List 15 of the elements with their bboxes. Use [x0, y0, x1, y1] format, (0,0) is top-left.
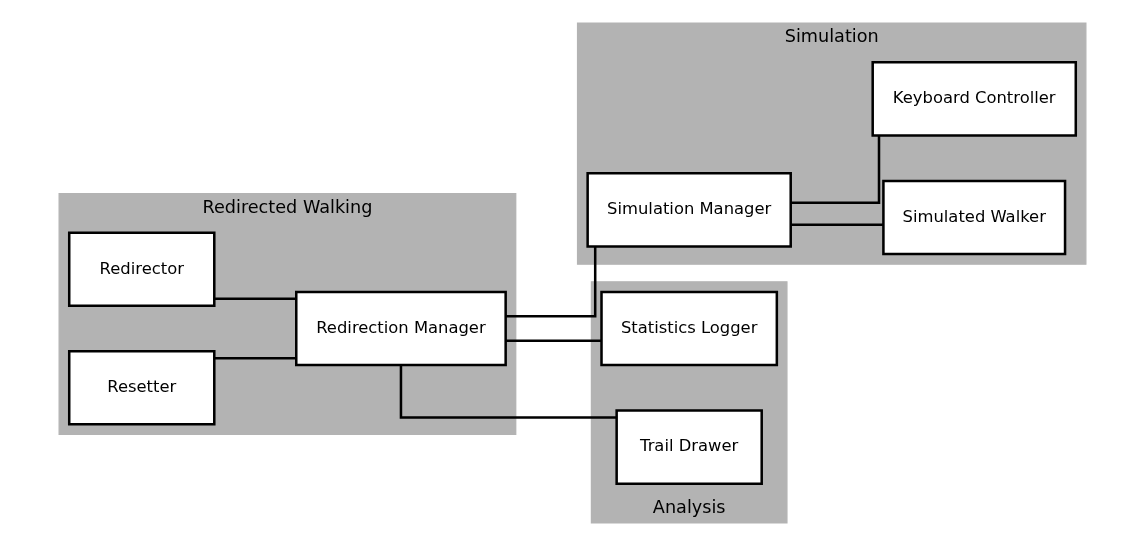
node-box: Trail Drawer	[615, 409, 763, 485]
node-box: Simulated Walker	[882, 179, 1067, 256]
node-box: Simulation Manager	[586, 172, 792, 248]
node-box: Resetter	[67, 349, 216, 426]
connector	[399, 365, 617, 419]
node-box: Redirector	[67, 231, 216, 308]
connector	[506, 246, 597, 318]
node-box: Keyboard Controller	[871, 61, 1078, 137]
connector	[505, 339, 602, 342]
node-box: Statistics Logger	[600, 290, 779, 367]
connector	[790, 135, 881, 205]
connector	[214, 356, 296, 360]
connector	[214, 297, 296, 301]
node-box: Redirection Manager	[295, 290, 507, 367]
connector	[790, 223, 883, 226]
